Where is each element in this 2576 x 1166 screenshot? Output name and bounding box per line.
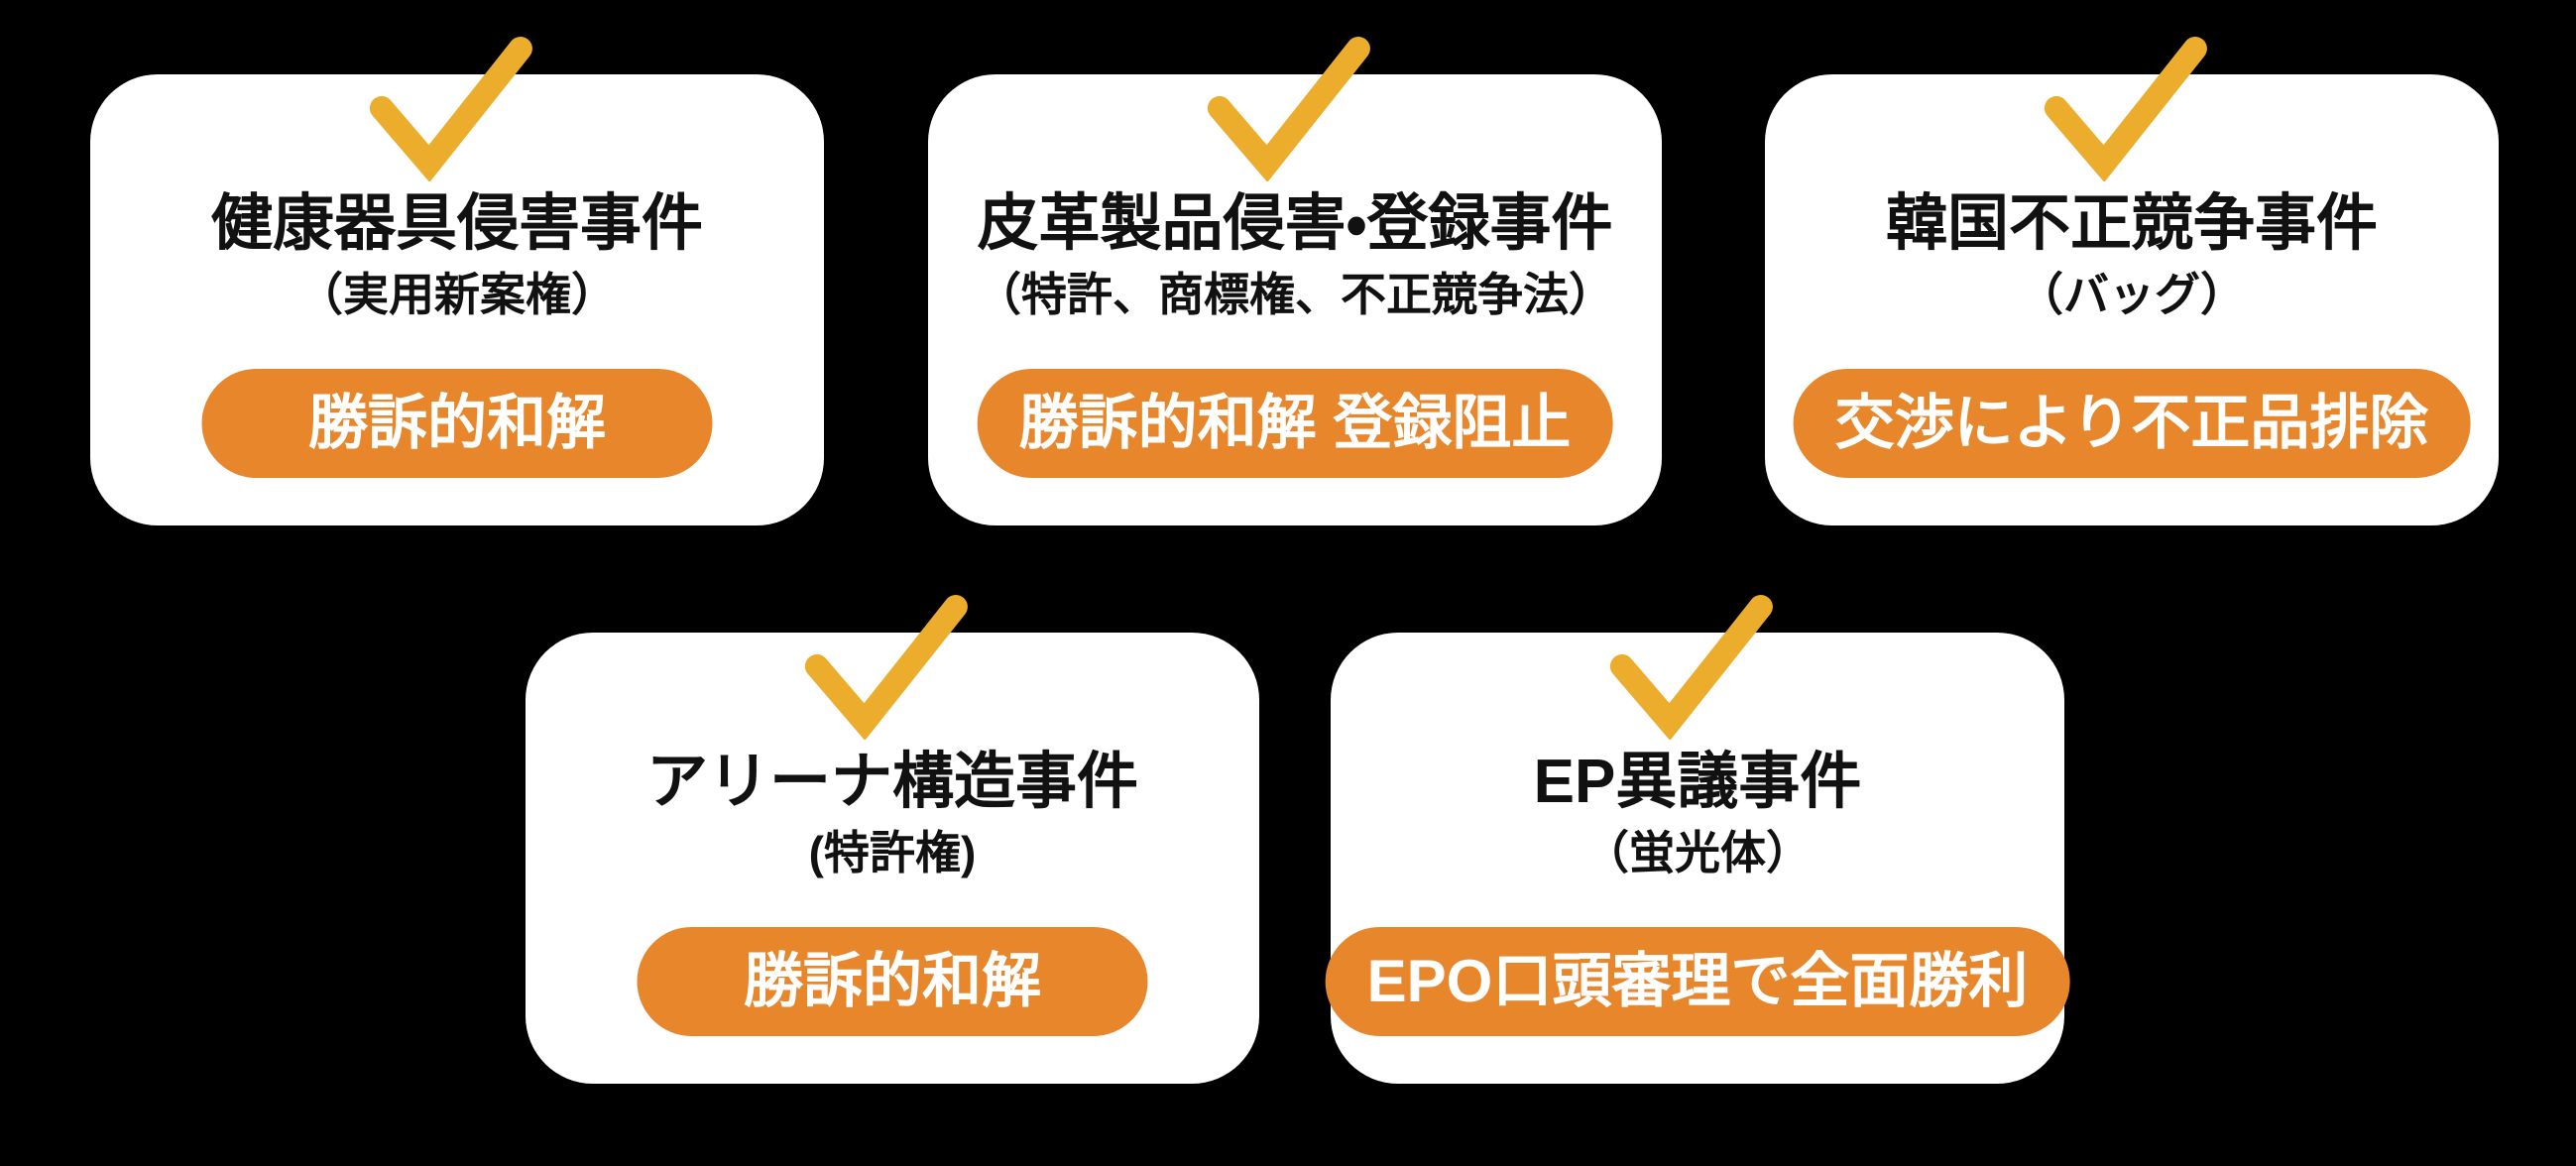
case-subtitle: （実用新案権） [297,269,617,321]
case-subtitle: (特許権) [808,827,977,879]
case-card: 韓国不正競争事件 （バッグ） 交渉により不正品排除 [1765,37,2499,525]
check-stroke [2044,37,2207,181]
result-badge: EPO口頭審理で全面勝利 [1325,927,2070,1036]
case-title: 健康器具侵害事件 [210,189,703,258]
result-badge: 交渉により不正品排除 [1793,369,2471,478]
result-badge: 勝訴的和解 [201,369,713,478]
case-title: アリーナ構造事件 [645,748,1138,816]
case-title: EP異議事件 [1533,748,1862,816]
check-icon [369,37,532,181]
case-card: アリーナ構造事件 (特許権) 勝訴的和解 [526,595,1259,1084]
case-card: EP異議事件 （蛍光体） EPO口頭審理で全面勝利 [1325,595,2070,1084]
case-card: 健康器具侵害事件 （実用新案権） 勝訴的和解 [90,37,824,525]
check-icon [1609,595,1773,740]
check-stroke [804,595,968,740]
check-icon [1207,37,1370,181]
result-badge: 勝訴的和解 [637,927,1148,1036]
case-subtitle: （蛍光体） [1583,827,1812,879]
case-title: 皮革製品侵害・登録事件 [977,189,1613,258]
case-card: 皮革製品侵害・登録事件 （特許、商標権、不正競争法） 勝訴的和解 登録阻止 [928,37,1662,525]
case-subtitle: （バッグ） [2018,269,2246,321]
check-stroke [369,37,532,181]
check-stroke [1609,595,1773,740]
check-icon [804,595,968,740]
result-badge: 勝訴的和解 登録阻止 [977,369,1613,478]
check-icon [2044,37,2207,181]
check-stroke [1207,37,1370,181]
case-title: 韓国不正競争事件 [1885,189,2378,258]
case-subtitle: （特許、商標権、不正競争法） [976,269,1614,321]
